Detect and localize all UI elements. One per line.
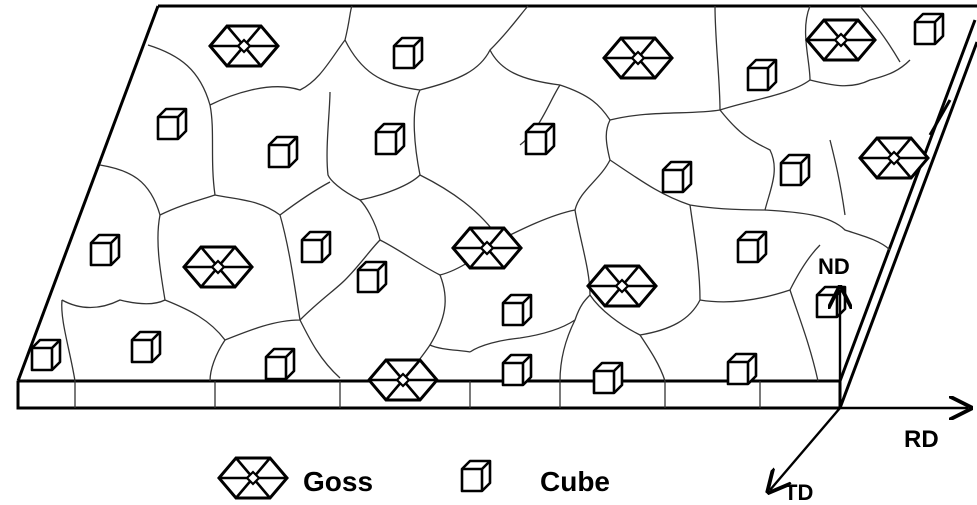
- legend-cube-label: Cube: [540, 466, 610, 497]
- cube-symbol: [728, 354, 756, 384]
- cube-symbol: [302, 232, 330, 262]
- cube-symbol: [663, 162, 691, 192]
- cube-symbol: [394, 38, 422, 68]
- cube-symbol: [158, 109, 186, 139]
- rd-label: RD: [904, 426, 939, 453]
- goss-symbol: [369, 360, 437, 400]
- grain-boundaries: [62, 6, 910, 408]
- cube-symbol: [503, 295, 531, 325]
- cube-symbol: [91, 235, 119, 265]
- cube-symbol: [526, 124, 554, 154]
- cube-symbol: [738, 232, 766, 262]
- cube-symbol: [748, 60, 776, 90]
- legend-cube-icon: [462, 461, 490, 491]
- cube-symbol: [269, 137, 297, 167]
- goss-symbol: [860, 138, 928, 178]
- td-axis-arrow: [770, 408, 840, 490]
- goss-symbol: [453, 228, 521, 268]
- legend-goss-icon: [219, 458, 287, 498]
- cube-symbol: [594, 363, 622, 393]
- goss-symbol: [184, 247, 252, 287]
- goss-symbol: [807, 20, 875, 60]
- nd-label: ND: [818, 254, 850, 279]
- cube-symbol: [503, 355, 531, 385]
- cube-symbol: [781, 155, 809, 185]
- cube-symbol: [32, 340, 60, 370]
- goss-symbol: [210, 26, 278, 66]
- legend-goss-label: Goss: [303, 466, 373, 497]
- cube-symbol: [266, 349, 294, 379]
- cube-symbol: [358, 262, 386, 292]
- goss-symbol: [588, 266, 656, 306]
- sheet-outline: [18, 6, 977, 408]
- goss-symbol: [604, 38, 672, 78]
- goss-grains: [184, 20, 928, 400]
- cube-symbol: [376, 124, 404, 154]
- cube-grains: [32, 14, 943, 393]
- td-label: TD: [784, 480, 813, 505]
- cube-symbol: [915, 14, 943, 44]
- cube-symbol: [132, 332, 160, 362]
- legend: Goss Cube: [219, 458, 610, 498]
